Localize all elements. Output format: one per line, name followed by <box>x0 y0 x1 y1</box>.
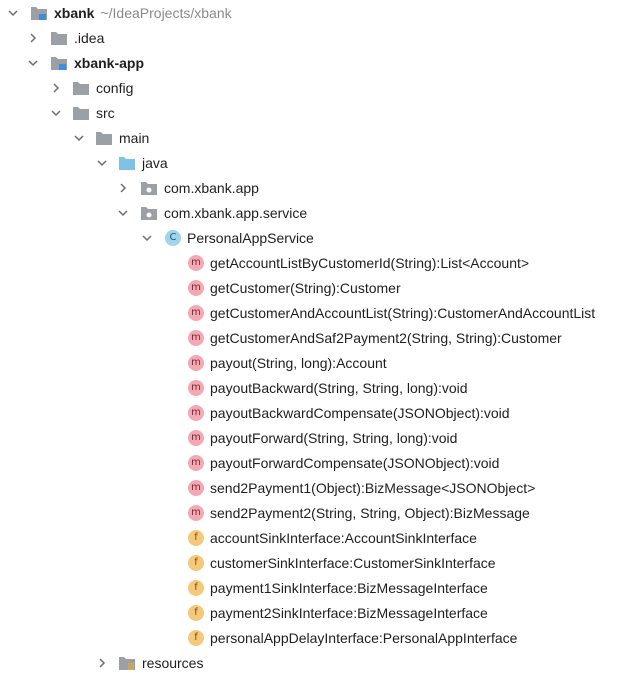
tree-row-member[interactable]: m send2Payment1(Object):BizMessage<JSONO… <box>0 475 644 500</box>
chevron-down-icon[interactable] <box>95 156 109 170</box>
tree-row-xbank-app[interactable]: xbank-app <box>0 50 644 75</box>
tree-row-src[interactable]: src <box>0 100 644 125</box>
class-icon: C <box>165 229 181 246</box>
member-label: getCustomerAndAccountList(String):Custom… <box>210 304 596 321</box>
tree-row-config[interactable]: config <box>0 75 644 100</box>
field-icon: f <box>188 529 204 546</box>
folder-icon <box>72 80 90 96</box>
chevron-right-icon[interactable] <box>26 31 40 45</box>
tree-row-member[interactable]: m getCustomer(String):Customer <box>0 275 644 300</box>
project-name: xbank <box>54 4 95 21</box>
chevron-down-icon[interactable] <box>6 6 20 20</box>
tree-row-resources[interactable]: resources <box>0 650 644 675</box>
member-label: payout(String, long):Account <box>210 354 387 371</box>
method-icon: m <box>188 329 204 346</box>
tree-row-package-app[interactable]: com.xbank.app <box>0 175 644 200</box>
tree-row-member[interactable]: m send2Payment2(String, String, Object):… <box>0 500 644 525</box>
folder-icon <box>50 30 68 46</box>
method-icon: m <box>188 454 204 471</box>
chevron-right-icon[interactable] <box>95 656 109 670</box>
tree-row-member[interactable]: f payment1SinkInterface:BizMessageInterf… <box>0 575 644 600</box>
member-label: getAccountListByCustomerId(String):List<… <box>210 254 530 271</box>
resources-folder-icon <box>118 655 136 671</box>
field-icon: f <box>188 629 204 646</box>
method-icon: m <box>188 304 204 321</box>
folder-icon <box>72 105 90 121</box>
chevron-down-icon[interactable] <box>72 131 86 145</box>
tree-row-member[interactable]: f customerSinkInterface:CustomerSinkInte… <box>0 550 644 575</box>
tree-label: PersonalAppService <box>187 229 314 246</box>
project-path: ~/IdeaProjects/xbank <box>100 4 232 21</box>
method-icon: m <box>188 379 204 396</box>
member-label: payoutBackward(String, String, long):voi… <box>210 379 468 396</box>
tree-row-member[interactable]: m payoutBackward(String, String, long):v… <box>0 375 644 400</box>
method-icon: m <box>188 404 204 421</box>
tree-label: java <box>142 154 168 171</box>
tree-row-idea[interactable]: .idea <box>0 25 644 50</box>
tree-label: src <box>96 104 115 121</box>
member-label: send2Payment2(String, String, Object):Bi… <box>210 504 530 521</box>
chevron-down-icon[interactable] <box>49 106 63 120</box>
tree-row-member[interactable]: m getAccountListByCustomerId(String):Lis… <box>0 250 644 275</box>
method-icon: m <box>188 479 204 496</box>
field-icon: f <box>188 579 204 596</box>
field-icon: f <box>188 554 204 571</box>
tree-label: main <box>119 129 150 146</box>
member-label: accountSinkInterface:AccountSinkInterfac… <box>210 529 477 546</box>
member-label: send2Payment1(Object):BizMessage<JSONObj… <box>210 479 536 496</box>
member-label: getCustomerAndSaf2Payment2(String, Strin… <box>210 329 562 346</box>
tree-label: com.xbank.app <box>164 179 259 196</box>
field-icon: f <box>188 604 204 621</box>
tree-row-member[interactable]: m payout(String, long):Account <box>0 350 644 375</box>
method-icon: m <box>188 354 204 371</box>
tree-row-main[interactable]: main <box>0 125 644 150</box>
tree-label: com.xbank.app.service <box>164 204 308 221</box>
member-label: customerSinkInterface:CustomerSinkInterf… <box>210 554 496 571</box>
tree-row-member[interactable]: f payment2SinkInterface:BizMessageInterf… <box>0 600 644 625</box>
member-label: getCustomer(String):Customer <box>210 279 401 296</box>
tree-row-member[interactable]: m payoutForwardCompensate(JSONObject):vo… <box>0 450 644 475</box>
tree-label: config <box>96 79 134 96</box>
package-icon <box>140 180 158 196</box>
chevron-down-icon[interactable] <box>140 231 154 245</box>
package-icon <box>140 205 158 221</box>
chevron-down-icon[interactable] <box>26 56 40 70</box>
method-icon: m <box>188 254 204 271</box>
member-label: payment2SinkInterface:BizMessageInterfac… <box>210 604 488 621</box>
tree-row-java[interactable]: java <box>0 150 644 175</box>
source-folder-icon <box>118 155 136 171</box>
chevron-right-icon[interactable] <box>49 81 63 95</box>
folder-icon <box>95 130 113 146</box>
tree-row-member[interactable]: f personalAppDelayInterface:PersonalAppI… <box>0 625 644 650</box>
tree-row-member[interactable]: f accountSinkInterface:AccountSinkInterf… <box>0 525 644 550</box>
tree-row-member[interactable]: m payoutBackwardCompensate(JSONObject):v… <box>0 400 644 425</box>
module-icon <box>30 5 48 21</box>
chevron-right-icon[interactable] <box>116 181 130 195</box>
method-icon: m <box>188 504 204 521</box>
tree-row-member[interactable]: m getCustomerAndAccountList(String):Cust… <box>0 300 644 325</box>
member-label: payoutForward(String, String, long):void <box>210 429 458 446</box>
tree-row-class[interactable]: C PersonalAppService <box>0 225 644 250</box>
chevron-down-icon[interactable] <box>116 206 130 220</box>
module-icon <box>50 55 68 71</box>
tree-row-package-service[interactable]: com.xbank.app.service <box>0 200 644 225</box>
tree-row-project-root[interactable]: xbank ~/IdeaProjects/xbank <box>0 0 644 25</box>
member-label: payment1SinkInterface:BizMessageInterfac… <box>210 579 488 596</box>
tree-label: resources <box>142 654 204 671</box>
member-label: payoutForwardCompensate(JSONObject):void <box>210 454 500 471</box>
method-icon: m <box>188 429 204 446</box>
tree-row-member[interactable]: m getCustomerAndSaf2Payment2(String, Str… <box>0 325 644 350</box>
member-label: payoutBackwardCompensate(JSONObject):voi… <box>210 404 510 421</box>
member-label: personalAppDelayInterface:PersonalAppInt… <box>210 629 518 646</box>
tree-label: .idea <box>74 29 105 46</box>
tree-row-member[interactable]: m payoutForward(String, String, long):vo… <box>0 425 644 450</box>
tree-label: xbank-app <box>74 54 145 71</box>
method-icon: m <box>188 279 204 296</box>
